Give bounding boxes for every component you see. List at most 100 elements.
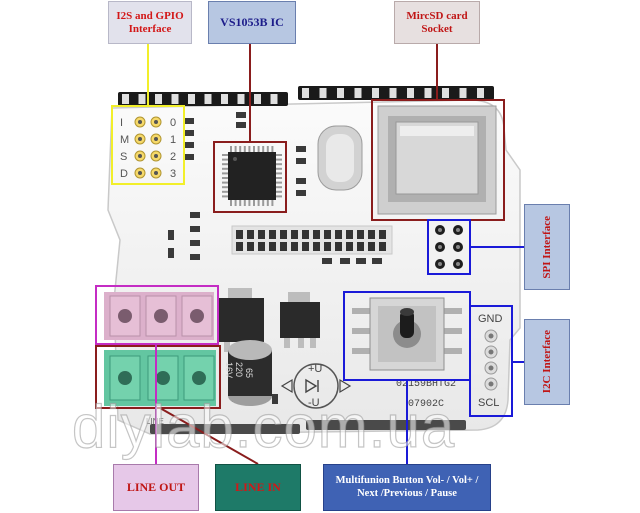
highlight-boxes <box>95 99 513 417</box>
resistor <box>247 230 254 239</box>
label-microsd-socket: MircSD card Socket <box>394 1 480 44</box>
chip-pin <box>230 200 232 206</box>
chip-pin <box>253 146 255 152</box>
chip-pin <box>230 146 232 152</box>
label-multifunction-button: Multifunion Button Vol- / Vol+ / Next /P… <box>323 464 491 511</box>
chip-pin <box>276 167 282 170</box>
chip-pin <box>262 200 265 206</box>
label-line-out: LINE OUT <box>113 464 199 511</box>
resistor <box>291 242 298 251</box>
chip-pin <box>266 200 269 206</box>
spi-pad-hole <box>438 262 442 266</box>
bottom-header-pins <box>150 420 466 434</box>
chip-pin <box>276 186 282 189</box>
label-i2c-text: I2C Interface <box>540 330 553 394</box>
chip-code-2: 07902C <box>408 399 444 410</box>
joystick-pin <box>352 308 370 314</box>
header-pin <box>254 94 261 104</box>
gpio-pad-hole <box>154 137 158 141</box>
resistor <box>291 230 298 239</box>
chip-pin <box>248 146 251 152</box>
chip-pin <box>257 200 260 206</box>
chip-pin <box>222 158 228 161</box>
chip-code-1: 02159BHTG2 <box>396 379 456 390</box>
chip-pin <box>276 190 282 193</box>
chip-pin <box>222 195 228 198</box>
header-pin <box>221 94 228 104</box>
resistor <box>313 230 320 239</box>
resistor <box>379 242 386 251</box>
resistor <box>335 242 342 251</box>
joystick-pin <box>444 308 462 314</box>
header-number-2: 2 <box>170 151 176 163</box>
spi-pad-hole <box>438 245 442 249</box>
resistor-bank <box>231 225 393 255</box>
voltage-regulator-left <box>218 288 264 352</box>
chip-pin <box>276 172 282 175</box>
header-pin <box>319 88 327 98</box>
chip-pin <box>234 200 237 206</box>
line-in-jacks <box>104 350 216 406</box>
header-pin <box>155 94 162 104</box>
header-letter-d: D <box>120 168 128 180</box>
resistor <box>379 230 386 239</box>
i2c-header: GND SCL <box>478 313 503 409</box>
header-pin <box>407 88 414 98</box>
cap-label-2: 220 <box>234 362 244 377</box>
media-control-symbols: +U -U <box>280 363 352 409</box>
resistor <box>302 230 309 239</box>
header-letter-i: I <box>120 117 123 129</box>
header-pin <box>372 88 379 98</box>
spi-pad-hole <box>456 262 460 266</box>
resistor <box>247 242 254 251</box>
voltage-regulator-right <box>280 292 320 348</box>
i2c-pad-hole <box>488 349 494 355</box>
chip-pin <box>271 146 274 152</box>
resistor <box>269 242 276 251</box>
resistor <box>357 242 364 251</box>
label-spi-interface: SPI Interface <box>524 204 570 290</box>
joystick-pin <box>444 328 462 334</box>
chip-pin <box>222 181 228 184</box>
chip-pin <box>222 163 228 166</box>
line-in-highlight <box>95 345 221 409</box>
resistor <box>236 242 243 251</box>
line-silk-label: LINE <box>146 417 164 426</box>
gpio-pad-hole <box>138 154 142 158</box>
microsd-socket <box>377 105 497 215</box>
label-spi-text: SPI Interface <box>540 215 553 279</box>
chip-pin <box>276 195 282 198</box>
chip-pin <box>243 146 246 152</box>
gpio-pad-hole <box>154 120 158 124</box>
spi-pad-hole <box>456 228 460 232</box>
spi-pad-hole <box>438 228 442 232</box>
header-pin <box>459 88 467 98</box>
chip-pin <box>222 172 228 175</box>
leader-lines <box>147 44 524 465</box>
i2s-gpio-header: I M S D 0 1 2 3 <box>120 116 176 180</box>
gpio-pad-hole <box>138 137 142 141</box>
vol-plus-text: +U <box>308 363 322 375</box>
chip-pin <box>276 177 282 179</box>
crystal-oscillator <box>317 125 363 191</box>
i2c-pad-hole <box>488 333 494 339</box>
header-number-3: 3 <box>170 168 176 180</box>
chip-pin <box>271 200 274 206</box>
resistor <box>236 230 243 239</box>
chip-pin <box>253 200 255 206</box>
chip-pin <box>222 167 228 170</box>
header-pin <box>188 94 195 104</box>
top-header-pin-row <box>122 88 484 104</box>
chip-pin <box>222 190 228 193</box>
i2c-pad-hole <box>488 365 494 371</box>
resistor <box>280 230 287 239</box>
gpio-pad-hole <box>138 171 142 175</box>
chip-pin <box>222 177 228 179</box>
i2c-gnd-label: GND <box>478 313 503 325</box>
chip-pin <box>276 158 282 161</box>
spi-header <box>435 225 463 269</box>
header-letter-s: S <box>120 151 127 163</box>
chip-pin <box>239 200 242 206</box>
